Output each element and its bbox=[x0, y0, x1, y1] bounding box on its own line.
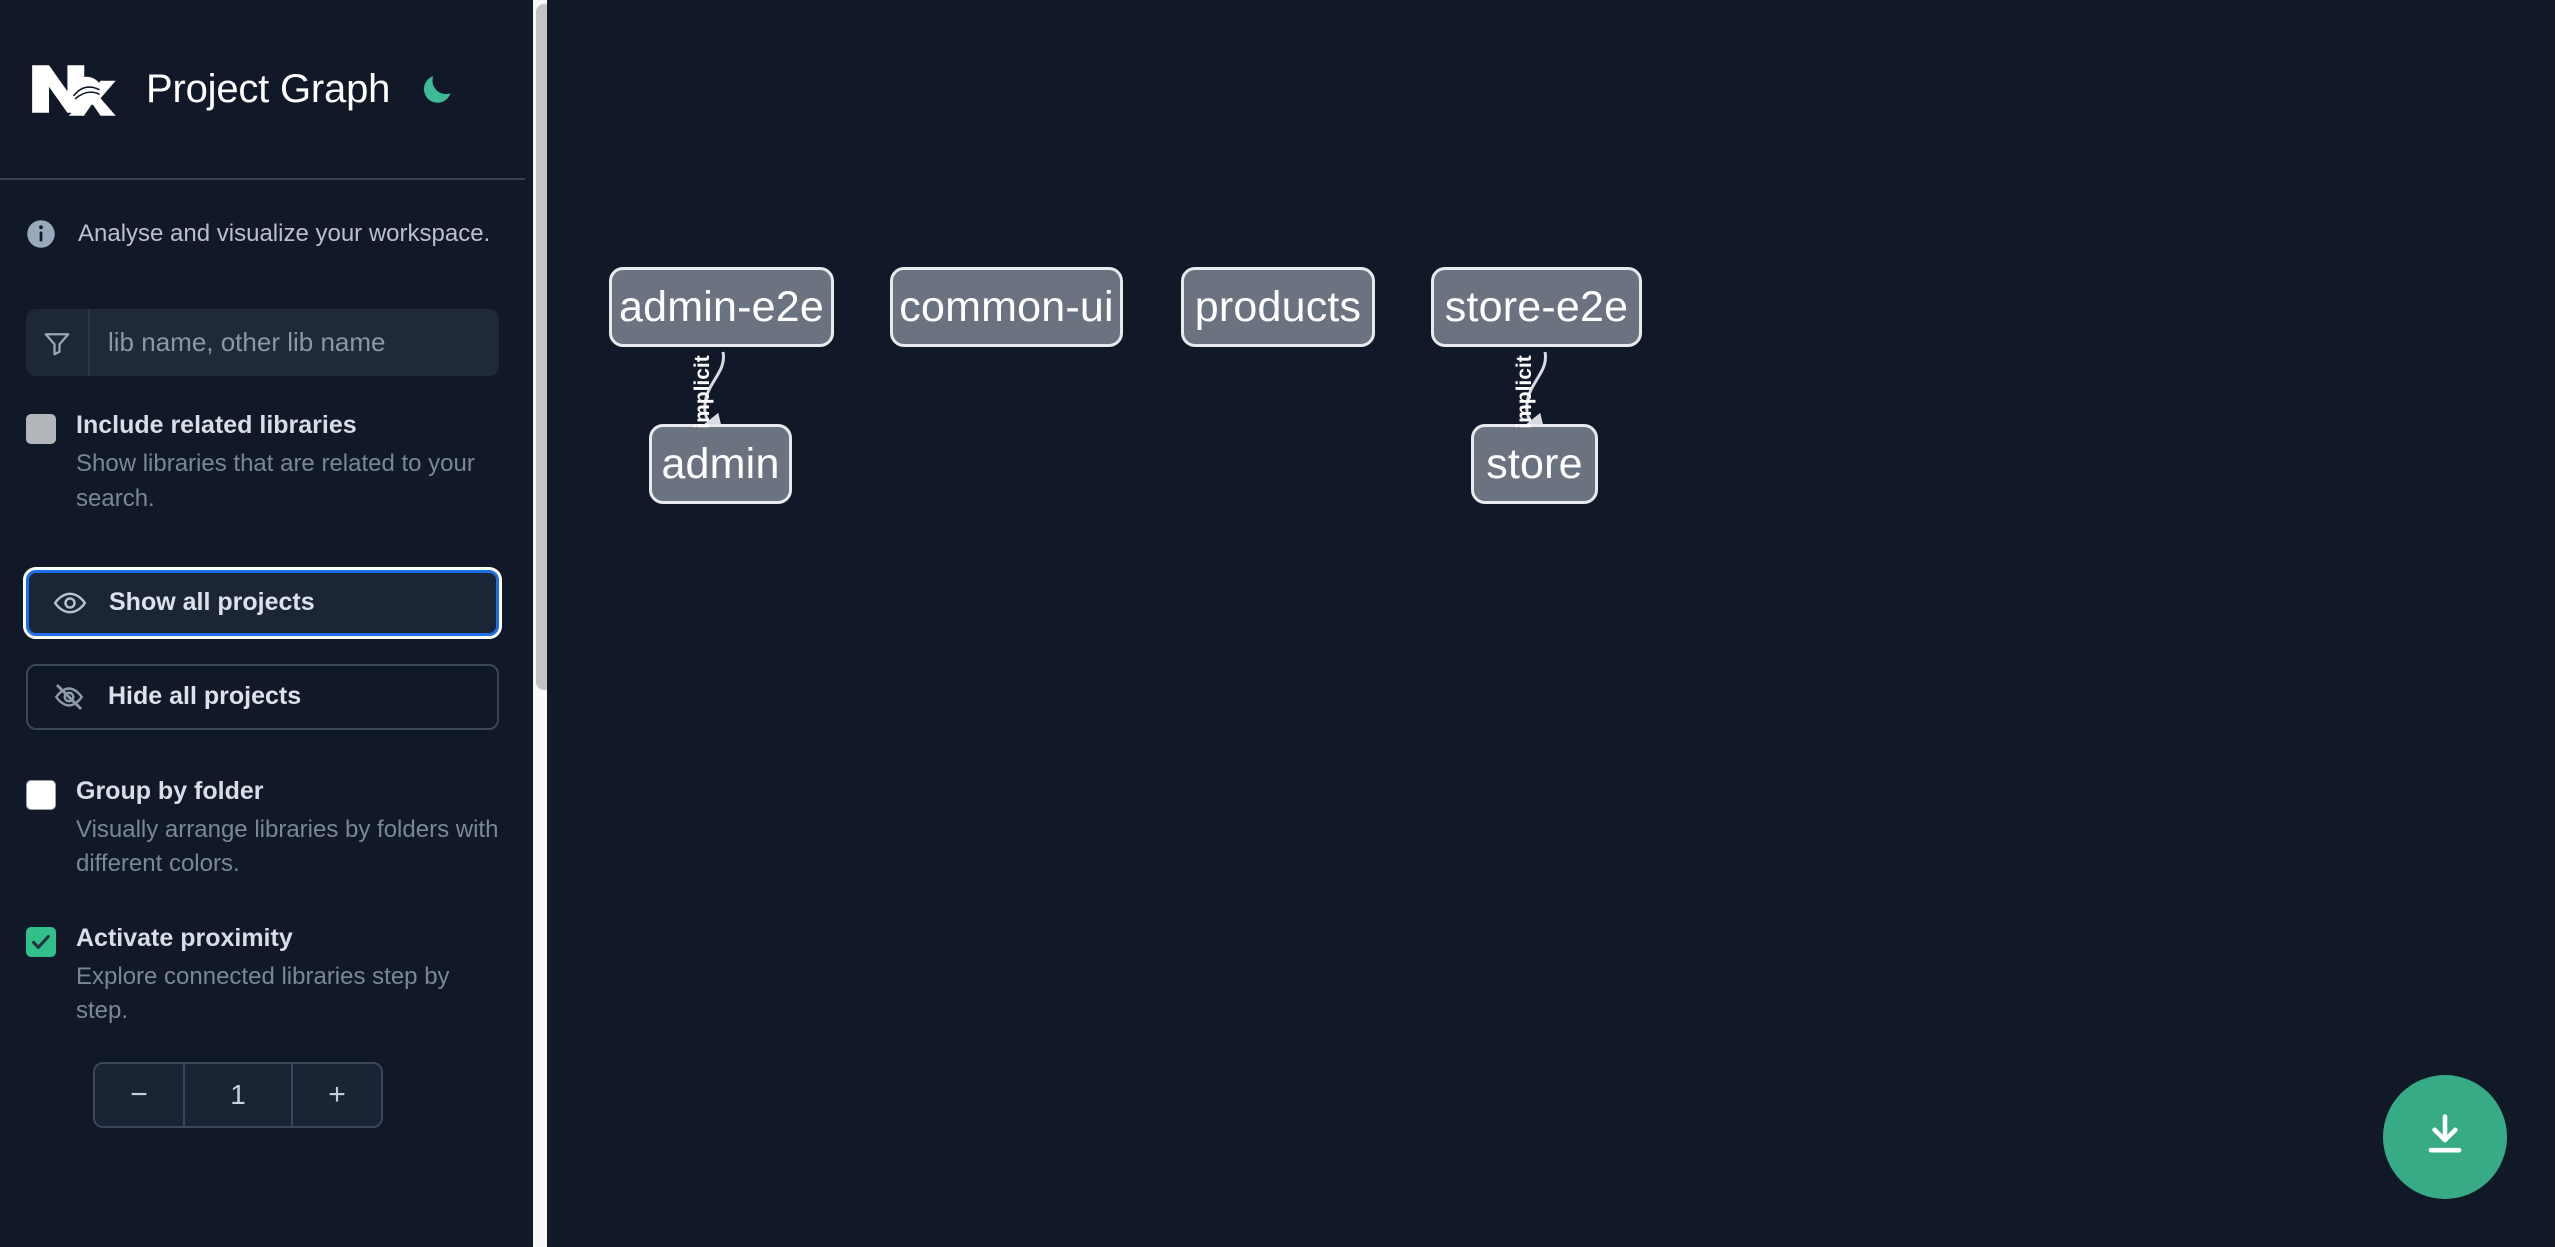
node-label: common-ui bbox=[899, 282, 1114, 331]
graph-node-products[interactable]: products bbox=[1181, 267, 1375, 347]
node-label: products bbox=[1194, 282, 1362, 331]
node-label: store bbox=[1486, 439, 1583, 488]
sidebar-content: Project Graph Analyse and visualize y bbox=[0, 0, 525, 1247]
header-divider bbox=[0, 178, 525, 180]
eye-off-icon bbox=[52, 680, 86, 714]
sidebar: Project Graph Analyse and visualize y bbox=[0, 0, 555, 1247]
show-all-projects-button[interactable]: Show all projects bbox=[23, 566, 502, 639]
increment-button[interactable]: + bbox=[291, 1064, 381, 1127]
graph-canvas[interactable]: admin-e2e common-ui products store-e2e a… bbox=[555, 0, 2555, 1247]
show-all-projects-label: Show all projects bbox=[109, 588, 315, 617]
option-activate-proximity[interactable]: Activate proximity Explore connected lib… bbox=[26, 923, 499, 1028]
node-label: admin bbox=[661, 439, 780, 488]
checkbox-activate-proximity[interactable] bbox=[26, 927, 56, 957]
checkbox-include-related-libraries[interactable] bbox=[26, 414, 56, 445]
graph-node-store[interactable]: store bbox=[1471, 424, 1598, 504]
brand-header: Project Graph bbox=[0, 0, 525, 178]
moon-icon[interactable] bbox=[416, 68, 458, 110]
checkbox-group-by-folder[interactable] bbox=[26, 779, 56, 810]
graph-node-store-e2e[interactable]: store-e2e bbox=[1431, 267, 1642, 347]
funnel-icon[interactable] bbox=[26, 309, 90, 377]
search-input[interactable] bbox=[90, 309, 499, 377]
option-group-by-folder[interactable]: Group by folder Visually arrange librari… bbox=[26, 776, 499, 881]
proximity-stepper[interactable]: − 1 + bbox=[93, 1062, 383, 1129]
node-label: admin-e2e bbox=[619, 282, 824, 331]
stepper-value[interactable]: 1 bbox=[185, 1064, 291, 1127]
page-title: Project Graph bbox=[146, 66, 391, 111]
download-icon bbox=[2419, 1109, 2471, 1166]
option-title: Group by folder bbox=[76, 776, 264, 805]
edge-label-admin-implicit: implicit bbox=[691, 355, 714, 429]
option-title: Activate proximity bbox=[76, 924, 293, 952]
sidebar-edge bbox=[547, 0, 555, 1247]
hide-all-projects-button[interactable]: Hide all projects bbox=[26, 663, 499, 730]
option-description: Explore connected libraries step by step… bbox=[76, 963, 450, 1025]
option-description: Visually arrange libraries by folders wi… bbox=[76, 815, 499, 877]
info-icon bbox=[26, 219, 56, 249]
graph-edges bbox=[699, 351, 1547, 441]
option-include-related-libraries[interactable]: Include related libraries Show libraries… bbox=[26, 410, 499, 515]
edge-label-store-implicit: implicit bbox=[1513, 355, 1536, 429]
nx-logo-icon bbox=[26, 59, 118, 119]
hide-all-projects-label: Hide all projects bbox=[108, 682, 302, 711]
option-description: Show libraries that are related to your … bbox=[76, 450, 475, 512]
eye-icon bbox=[53, 586, 87, 620]
tagline-text: Analyse and visualize your workspace. bbox=[78, 220, 491, 247]
tagline: Analyse and visualize your workspace. bbox=[0, 180, 525, 249]
graph-node-admin[interactable]: admin bbox=[649, 424, 792, 504]
download-graph-button[interactable] bbox=[2383, 1075, 2507, 1199]
option-title: Include related libraries bbox=[76, 411, 357, 440]
decrement-button[interactable]: − bbox=[95, 1064, 185, 1127]
filter-row[interactable] bbox=[26, 309, 499, 377]
graph-node-common-ui[interactable]: common-ui bbox=[890, 267, 1123, 347]
graph-node-admin-e2e[interactable]: admin-e2e bbox=[609, 267, 834, 347]
node-label: store-e2e bbox=[1444, 282, 1629, 331]
